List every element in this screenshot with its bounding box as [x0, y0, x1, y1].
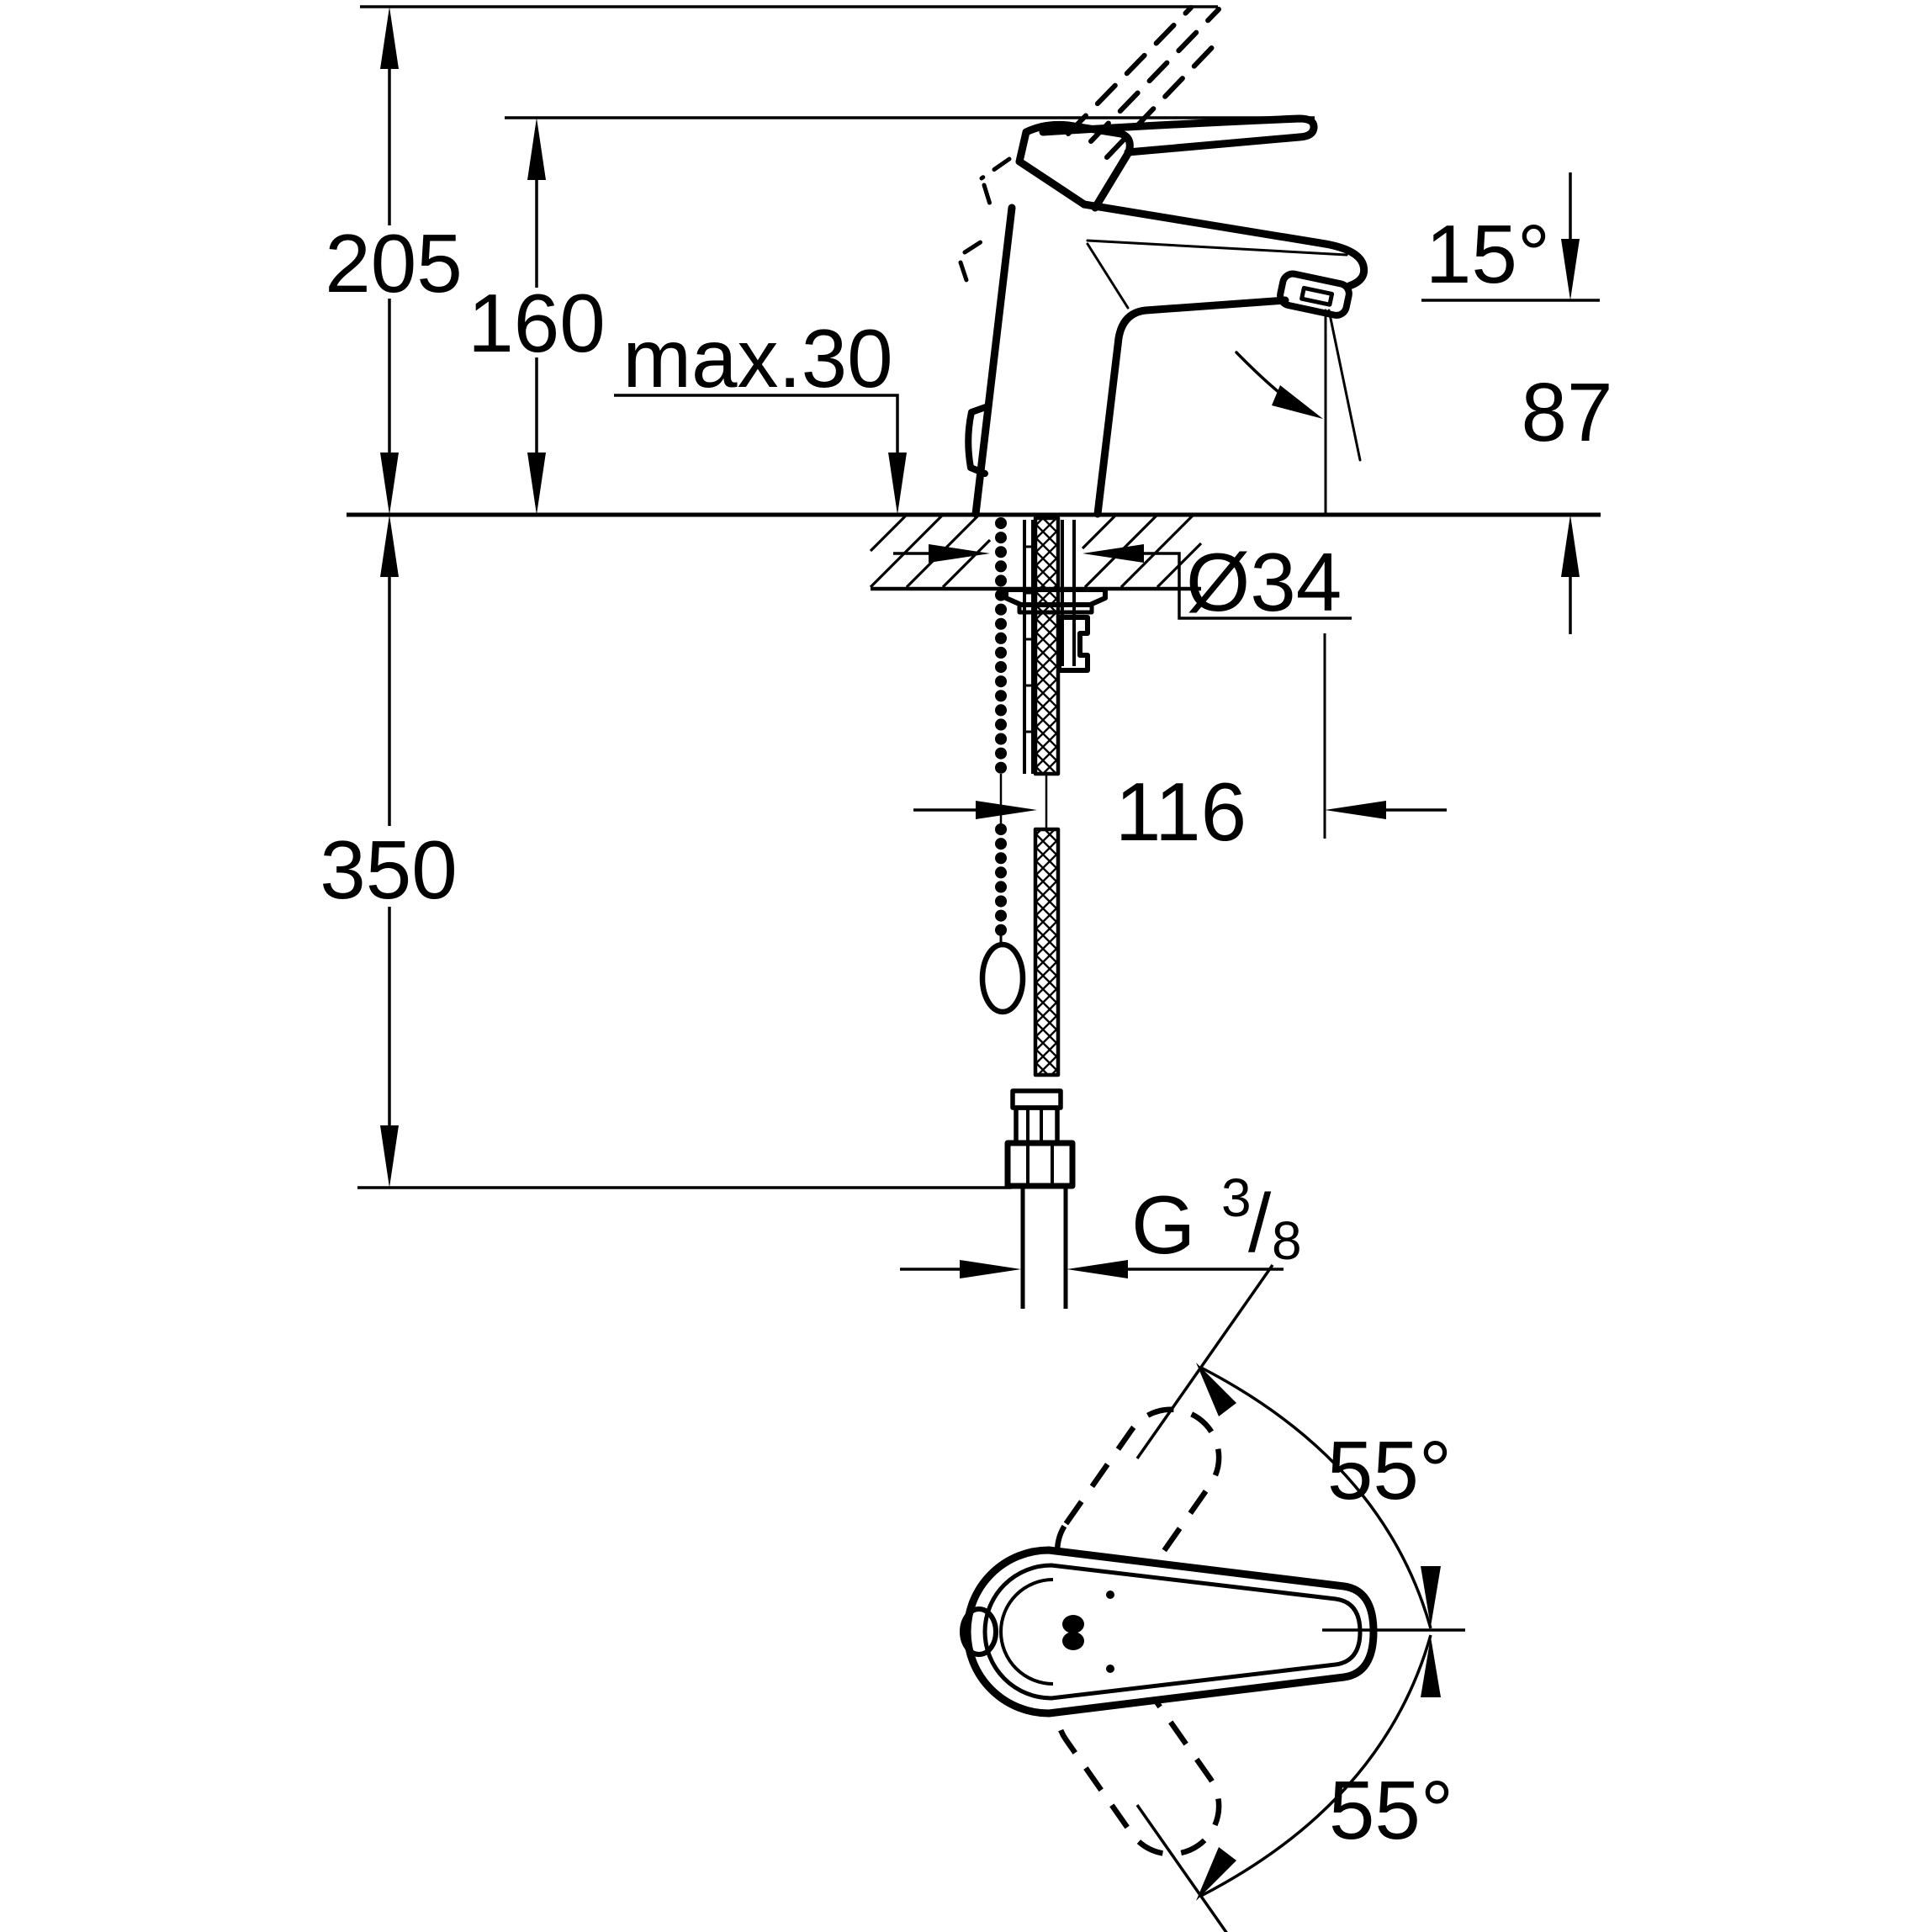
- label-height-raised: 205: [325, 217, 463, 310]
- thread-tube: [1020, 1186, 1068, 1309]
- mounting-stud-left: [1023, 520, 1035, 774]
- spout-top-edge: [1080, 200, 1368, 290]
- dimension-thread: G 3 / 8: [900, 1167, 1302, 1278]
- label-supply-thread: G 3 / 8: [1131, 1167, 1302, 1271]
- arrowhead-left: [1067, 1260, 1128, 1278]
- label-outlet-height: 87: [1521, 366, 1612, 458]
- arrowhead-up: [380, 7, 399, 69]
- arrowhead-right: [960, 1260, 1021, 1278]
- body-right-edge: [1093, 296, 1289, 518]
- supply-hose-upper: [1033, 516, 1061, 776]
- mounting-stud-right: [1061, 520, 1076, 666]
- arrowhead-arc-upper: [1196, 1363, 1236, 1416]
- dimension-350: 350: [320, 515, 458, 1188]
- arrowhead-arc: [1272, 385, 1323, 419]
- swing-ray-lower: [1135, 1803, 1228, 1932]
- reference-lines: [357, 5, 1600, 1189]
- pop-up-knob: [965, 404, 989, 477]
- arrowhead-up: [380, 515, 399, 577]
- mounting-clamp: [1056, 615, 1090, 673]
- arrowhead-up: [527, 118, 546, 180]
- arrowhead-right: [929, 544, 990, 563]
- faucet-front-view: [958, 5, 1368, 518]
- chain-plug: [979, 941, 1026, 1015]
- connection-nut: [1004, 1140, 1076, 1189]
- arrowhead-down: [527, 453, 546, 515]
- dimension-116: 116: [913, 633, 1447, 858]
- spout-inner-line: [1086, 239, 1348, 257]
- dimension-max30: max.30: [614, 312, 907, 515]
- lever-raised-dashed: [1066, 5, 1224, 160]
- aerator: [1277, 270, 1352, 319]
- arrowhead-left: [1325, 801, 1386, 819]
- arrowhead-down: [888, 453, 907, 515]
- indicator-mark: [1062, 1615, 1084, 1633]
- body-left-edge: [971, 204, 1016, 518]
- label-hole-diameter: Ø34: [1186, 536, 1342, 628]
- swing-arc-upper: [1200, 1366, 1432, 1629]
- hose-ferrule: [1010, 1088, 1063, 1110]
- cartridge-boss: [1015, 120, 1134, 212]
- arrowhead-arc-lower: [1196, 1847, 1236, 1901]
- label-swing-lower: 55°: [1329, 1764, 1453, 1856]
- top-view: 55° 55°: [960, 1263, 1465, 1932]
- supply-hose-lower: [1033, 827, 1061, 1077]
- arrowhead-left: [1082, 544, 1144, 563]
- swing-arc-lower: [1200, 1634, 1432, 1898]
- stream-angle-line: [1327, 309, 1362, 462]
- below-deck-hardware: [979, 516, 1108, 1309]
- arrowhead-to-center-upper: [1421, 1566, 1441, 1627]
- dimension-160: 160: [468, 118, 606, 515]
- label-clearance-below: 350: [320, 823, 458, 916]
- hose-crimp: [1014, 1105, 1060, 1146]
- arrowhead-up: [1561, 515, 1580, 577]
- label-stream-angle: 15°: [1426, 208, 1550, 300]
- label-deck-thickness: max.30: [622, 312, 892, 405]
- label-swing-upper: 55°: [1327, 1424, 1452, 1516]
- dimension-87: 87: [1521, 172, 1613, 634]
- label-spout-reach: 116: [1115, 765, 1247, 858]
- detail-dot: [1106, 1591, 1114, 1599]
- indicator-mark: [1062, 1632, 1084, 1650]
- nut-facets: [1026, 1143, 1054, 1186]
- lever-blade: [1039, 114, 1318, 156]
- handle-top-outline: [963, 1546, 1378, 1718]
- boss-ghost-dashes: [958, 156, 1012, 295]
- dimension-15deg: 15°: [1426, 208, 1550, 300]
- arrowhead-down: [1561, 239, 1580, 300]
- arrowhead-to-center-lower: [1421, 1637, 1441, 1697]
- deck-hatching: [869, 514, 1203, 589]
- arrowhead-down: [380, 1125, 399, 1188]
- detail-dot: [1106, 1665, 1114, 1673]
- pop-up-knob-top: [960, 1606, 998, 1657]
- label-height-lever-rest: 160: [468, 277, 606, 369]
- dimension-205: 205: [325, 7, 463, 515]
- swing-ray-upper: [1135, 1263, 1274, 1460]
- handle-inner-arc: [999, 1578, 1054, 1686]
- body-inner-line: [1086, 242, 1130, 310]
- break-centerlines: [999, 774, 1048, 829]
- arrowhead-down: [380, 453, 399, 515]
- arrowhead-right: [976, 801, 1037, 819]
